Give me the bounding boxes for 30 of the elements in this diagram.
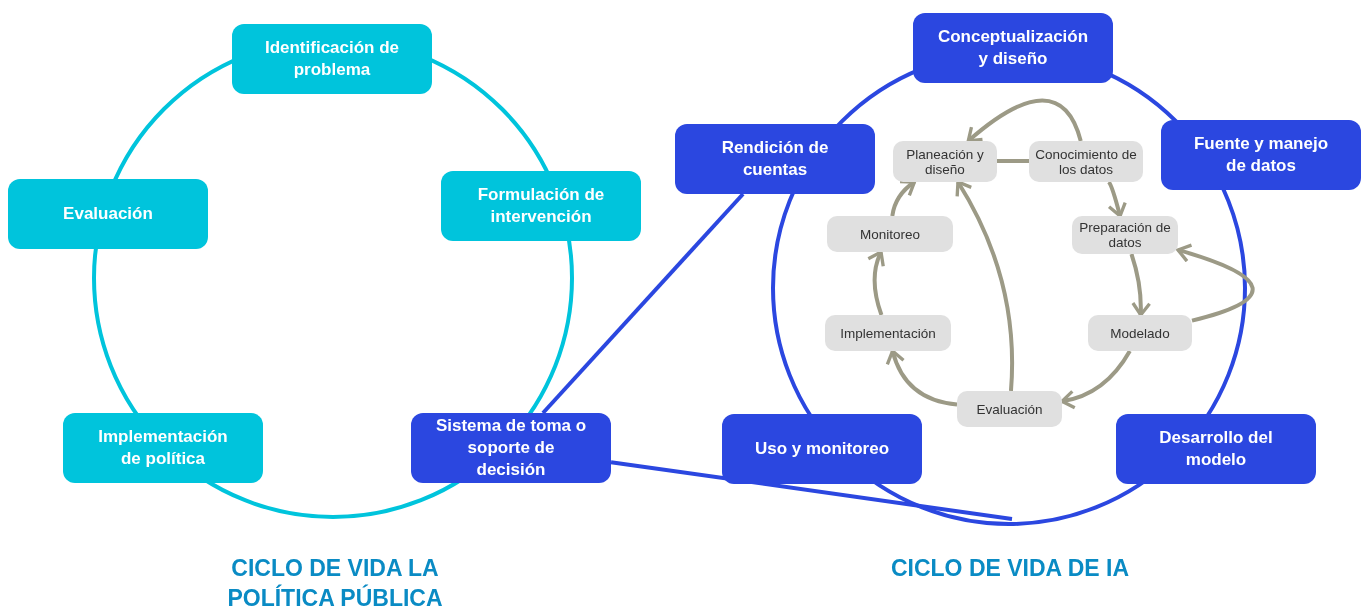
connector-line bbox=[997, 159, 1029, 164]
arrow bbox=[1060, 349, 1132, 409]
stage-box: Identificación de problema bbox=[232, 24, 432, 94]
step-box: Monitoreo bbox=[827, 216, 953, 252]
stage-box: Desarrollo del modelo bbox=[1116, 414, 1316, 484]
arrow bbox=[966, 98, 1083, 143]
stage-box: Fuente y manejo de datos bbox=[1161, 120, 1361, 190]
stage-box: Formulación de intervención bbox=[441, 171, 641, 241]
step-box: Preparación de datos bbox=[1072, 216, 1178, 254]
arrow bbox=[886, 349, 958, 407]
stage-box: Conceptualización y diseño bbox=[913, 13, 1113, 83]
cycle-title: CICLO DE VIDA LA POLÍTICA PÚBLICA bbox=[226, 554, 444, 609]
step-box: Planeación y diseño bbox=[893, 141, 997, 182]
arrow bbox=[955, 180, 1014, 392]
arrow bbox=[866, 250, 886, 316]
step-box: Evaluación bbox=[957, 391, 1062, 427]
stage-box: Evaluación bbox=[8, 179, 208, 249]
zoom-line bbox=[610, 460, 1013, 521]
stage-box: Rendición de cuentas bbox=[675, 124, 875, 194]
stage-box: Implementación de política bbox=[63, 413, 263, 483]
cycle-title: CICLO DE VIDA DE IA bbox=[889, 554, 1131, 583]
stage-box: Uso y monitoreo bbox=[722, 414, 922, 484]
stage-box: Sistema de toma o soporte de decisión bbox=[411, 413, 611, 483]
arrow bbox=[1107, 180, 1127, 218]
arrow bbox=[1176, 243, 1255, 323]
arrow bbox=[1129, 253, 1152, 317]
step-box: Modelado bbox=[1088, 315, 1192, 351]
step-box: Implementación bbox=[825, 315, 951, 351]
step-box: Conocimiento de los datos bbox=[1029, 141, 1143, 182]
arrow bbox=[890, 180, 917, 217]
